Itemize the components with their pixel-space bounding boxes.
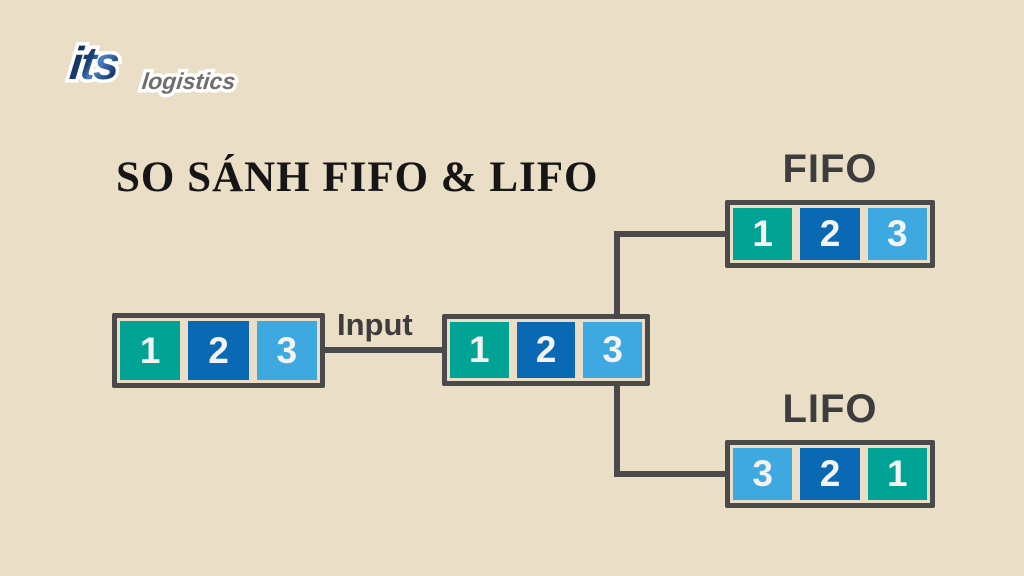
queue-cell: 3 — [256, 321, 317, 380]
connector-source-to-input — [320, 347, 446, 353]
queue-cell: 1 — [120, 321, 181, 380]
input-label: Input — [337, 307, 413, 342]
logo-suffix-text: logistics — [140, 68, 237, 94]
queue-cell: 3 — [867, 208, 927, 260]
input-queue-box: 1 2 3 — [442, 314, 650, 386]
queue-cell: 2 — [516, 322, 576, 378]
lifo-label: LIFO — [782, 387, 878, 431]
source-queue-box: 1 2 3 — [112, 313, 325, 388]
queue-cell: 2 — [800, 208, 860, 260]
queue-cell: 2 — [800, 448, 860, 500]
page-title: SO SÁNH FIFO & LIFO — [116, 154, 599, 201]
its-logistics-logo: its its logistics logistics — [58, 34, 258, 100]
lifo-queue-box: 3 2 1 — [725, 440, 935, 508]
queue-cell: 1 — [867, 448, 927, 500]
queue-cell: 1 — [450, 322, 509, 378]
connector-input-to-lifo-horizontal — [614, 471, 725, 477]
queue-cell: 3 — [583, 322, 643, 378]
fifo-queue-box: 1 2 3 — [725, 200, 935, 268]
logo-brand-text: its — [67, 37, 121, 89]
connector-input-to-fifo-horizontal — [614, 231, 725, 237]
queue-cell: 1 — [733, 208, 793, 260]
fifo-label: FIFO — [782, 147, 878, 191]
connector-input-to-lifo-vertical — [614, 386, 620, 477]
connector-input-to-fifo-vertical — [614, 231, 620, 316]
queue-cell: 2 — [188, 321, 249, 380]
queue-cell: 3 — [733, 448, 793, 500]
